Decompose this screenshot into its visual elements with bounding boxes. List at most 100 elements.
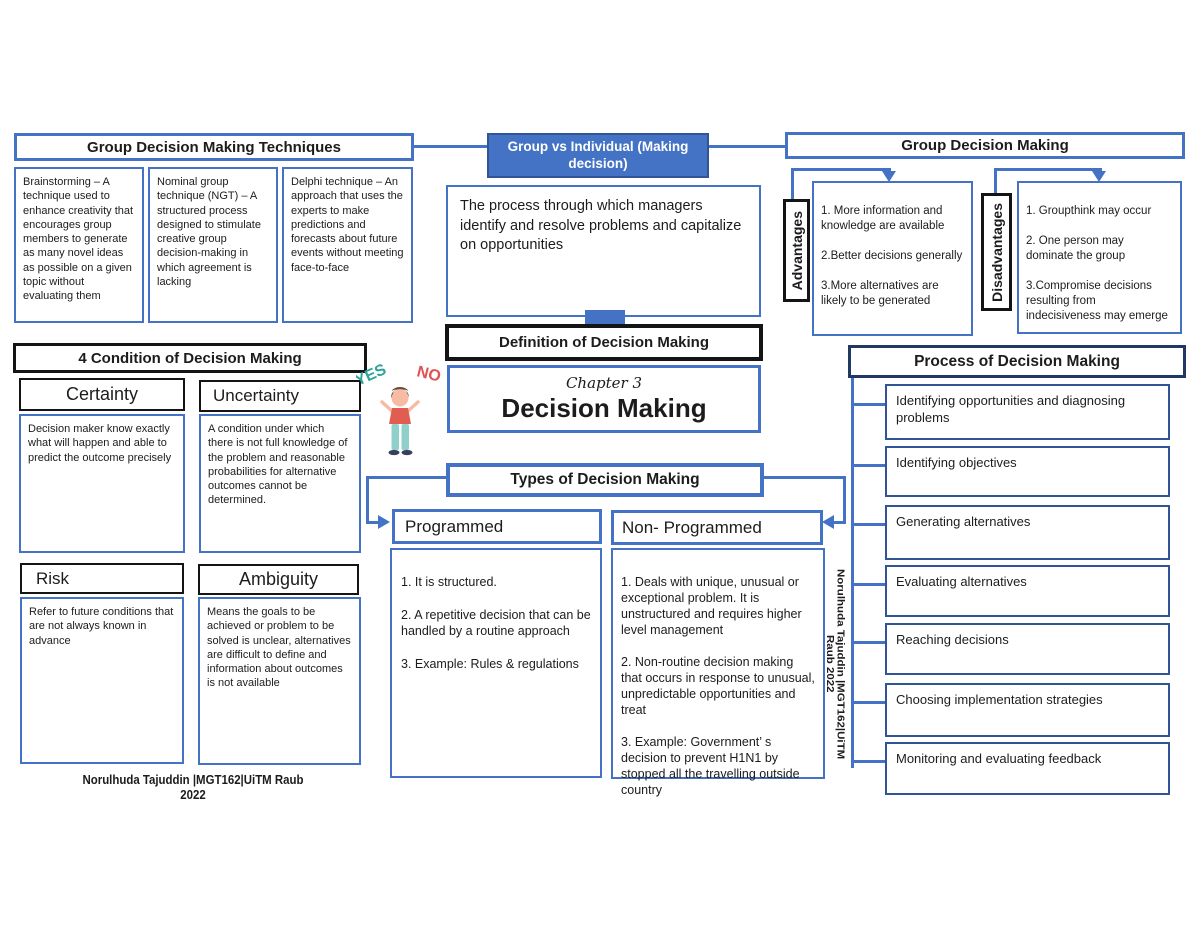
condition-uncertainty-name: Uncertainty xyxy=(213,386,299,405)
programmed-name: Programmed xyxy=(405,516,504,536)
connector-programmed-hseg2 xyxy=(366,521,380,524)
conditions-title: 4 Condition of Decision Making xyxy=(78,349,302,367)
process-step-4: Evaluating alternatives xyxy=(885,565,1170,617)
programmed-box: 1. It is structured. 2. A repetitive dec… xyxy=(390,548,602,778)
connector-disadvantages-vseg xyxy=(994,168,997,193)
process-step-3: Generating alternatives xyxy=(885,505,1170,560)
process-step-1-text: Identifying opportunities and diagnosing… xyxy=(896,393,1126,425)
condition-uncertainty-header: Uncertainty xyxy=(199,380,361,412)
advantages-arrow-icon xyxy=(882,171,896,182)
chapter-title-box: Chapter 3 Decision Making xyxy=(447,365,761,433)
yes-no-illustration: YES NO xyxy=(356,361,442,456)
techniques-title: Group Decision Making Techniques xyxy=(87,138,341,156)
advantages-label: Advantages xyxy=(788,210,805,291)
condition-risk-box: Refer to future conditions that are not … xyxy=(20,597,184,764)
process-step-2: Identifying objectives xyxy=(885,446,1170,497)
connector-process-stub-2 xyxy=(854,464,885,467)
condition-risk-header: Risk xyxy=(20,563,184,594)
nonprogrammed-arrow-icon xyxy=(822,515,834,529)
conditions-header: 4 Condition of Decision Making xyxy=(13,343,367,373)
group-decision-header: Group Decision Making xyxy=(785,132,1185,159)
connector-process-spine xyxy=(851,378,854,768)
condition-ambiguity-box: Means the goals to be achieved or proble… xyxy=(198,597,361,765)
process-step-6-text: Choosing implementation strategies xyxy=(896,692,1103,707)
connector-advantages-hseg xyxy=(791,168,891,171)
definition-text: The process through which managers ident… xyxy=(460,198,742,254)
disadvantages-text: 1. Groupthink may occur 2. One person ma… xyxy=(1026,204,1168,322)
credit-vertical: Norulhuda Tajuddin |MGT162|UiTM Raub 202… xyxy=(824,558,846,770)
technique-brainstorming: Brainstorming – A technique used to enha… xyxy=(14,167,144,323)
disadvantages-label: Disadvantages xyxy=(988,202,1005,302)
nonprogrammed-header: Non- Programmed xyxy=(611,510,823,545)
technique-nominal-group-text: Nominal group technique (NGT) – A struct… xyxy=(157,176,261,289)
disadvantages-label-box: Disadvantages xyxy=(981,193,1012,311)
connector-process-stub-4 xyxy=(854,583,885,586)
connector-process-stub-6 xyxy=(854,701,885,704)
types-header: Types of Decision Making xyxy=(446,463,764,497)
credit-footer-text: Norulhuda Tajuddin |MGT162|UiTM Raub 202… xyxy=(82,772,304,802)
condition-ambiguity-name: Ambiguity xyxy=(238,569,319,589)
chapter-label: Chapter 3 xyxy=(565,374,643,392)
process-step-6: Choosing implementation strategies xyxy=(885,683,1170,737)
advantages-label-box: Advantages xyxy=(783,199,810,302)
connector-left-header-line xyxy=(414,145,487,148)
disadvantages-arrow-icon xyxy=(1092,171,1106,182)
condition-ambiguity-text: Means the goals to be achieved or proble… xyxy=(207,606,351,690)
process-step-2-text: Identifying objectives xyxy=(896,455,1017,470)
condition-risk-name: Risk xyxy=(36,568,70,588)
process-step-1: Identifying opportunities and diagnosing… xyxy=(885,384,1170,440)
condition-certainty-box: Decision maker know exactly what will ha… xyxy=(19,414,185,553)
advantages-box: 1. More information and knowledge are av… xyxy=(812,181,973,336)
group-vs-individual-box: Group vs Individual (Making decision) xyxy=(487,133,709,178)
connector-advantages-vseg xyxy=(791,168,794,199)
technique-delphi-text: Delphi technique – An approach that uses… xyxy=(291,176,404,274)
disadvantages-box: 1. Groupthink may occur 2. One person ma… xyxy=(1017,181,1182,334)
condition-certainty-name: Certainty xyxy=(65,384,139,404)
programmed-text: 1. It is structured. 2. A repetitive dec… xyxy=(401,575,591,671)
programmed-header: Programmed xyxy=(392,509,602,544)
no-word: NO xyxy=(415,363,442,385)
definition-header: Definition of Decision Making xyxy=(445,324,763,361)
connector-right-header-line xyxy=(709,145,785,148)
process-title: Process of Decision Making xyxy=(914,352,1120,370)
technique-brainstorming-text: Brainstorming – A technique used to enha… xyxy=(23,176,134,303)
process-step-3-text: Generating alternatives xyxy=(896,514,1031,529)
condition-certainty-text: Decision maker know exactly what will ha… xyxy=(28,423,172,464)
connector-definition-tab xyxy=(585,310,625,327)
condition-uncertainty-text: A condition under which there is not ful… xyxy=(208,423,348,507)
yes-word: YES xyxy=(356,361,389,390)
nonprogrammed-text: 1. Deals with unique, unusual or excepti… xyxy=(621,575,815,797)
connector-programmed-hseg xyxy=(366,476,448,479)
connector-nonprogrammed-hseg2 xyxy=(833,521,846,524)
programmed-arrow-icon xyxy=(378,515,390,529)
technique-delphi: Delphi technique – An approach that uses… xyxy=(282,167,413,323)
credit-vertical-text: Norulhuda Tajuddin |MGT162|UiTM Raub 202… xyxy=(824,568,846,760)
definition-header-title: Definition of Decision Making xyxy=(498,334,709,351)
condition-risk-text: Refer to future conditions that are not … xyxy=(29,606,174,647)
technique-nominal-group: Nominal group technique (NGT) – A struct… xyxy=(148,167,278,323)
condition-certainty-header: Certainty xyxy=(19,378,185,411)
group-vs-individual-title: Group vs Individual (Making decision) xyxy=(507,138,689,171)
connector-nonprogrammed-hseg xyxy=(764,476,846,479)
connector-process-stub-1 xyxy=(854,403,885,406)
connector-process-stub-3 xyxy=(854,523,885,526)
group-decision-title: Group Decision Making xyxy=(901,137,1069,154)
chapter-title: Decision Making xyxy=(501,393,707,423)
nonprogrammed-box: 1. Deals with unique, unusual or excepti… xyxy=(611,548,825,797)
techniques-header: Group Decision Making Techniques xyxy=(14,133,414,161)
condition-ambiguity-header: Ambiguity xyxy=(198,564,359,595)
connector-programmed-vseg xyxy=(366,476,369,524)
advantages-text: 1. More information and knowledge are av… xyxy=(821,204,963,307)
connector-process-stub-5 xyxy=(854,641,885,644)
types-title: Types of Decision Making xyxy=(510,471,700,488)
process-step-5-text: Reaching decisions xyxy=(896,632,1009,647)
connector-nonprogrammed-vseg xyxy=(843,476,846,524)
process-step-7-text: Monitoring and evaluating feedback xyxy=(896,751,1102,766)
connector-process-stub-7 xyxy=(854,760,885,763)
process-step-4-text: Evaluating alternatives xyxy=(896,574,1027,589)
process-header: Process of Decision Making xyxy=(848,345,1186,378)
condition-uncertainty-box: A condition under which there is not ful… xyxy=(199,414,361,553)
person-figure xyxy=(380,386,420,456)
connector-disadvantages-hseg xyxy=(994,168,1102,171)
